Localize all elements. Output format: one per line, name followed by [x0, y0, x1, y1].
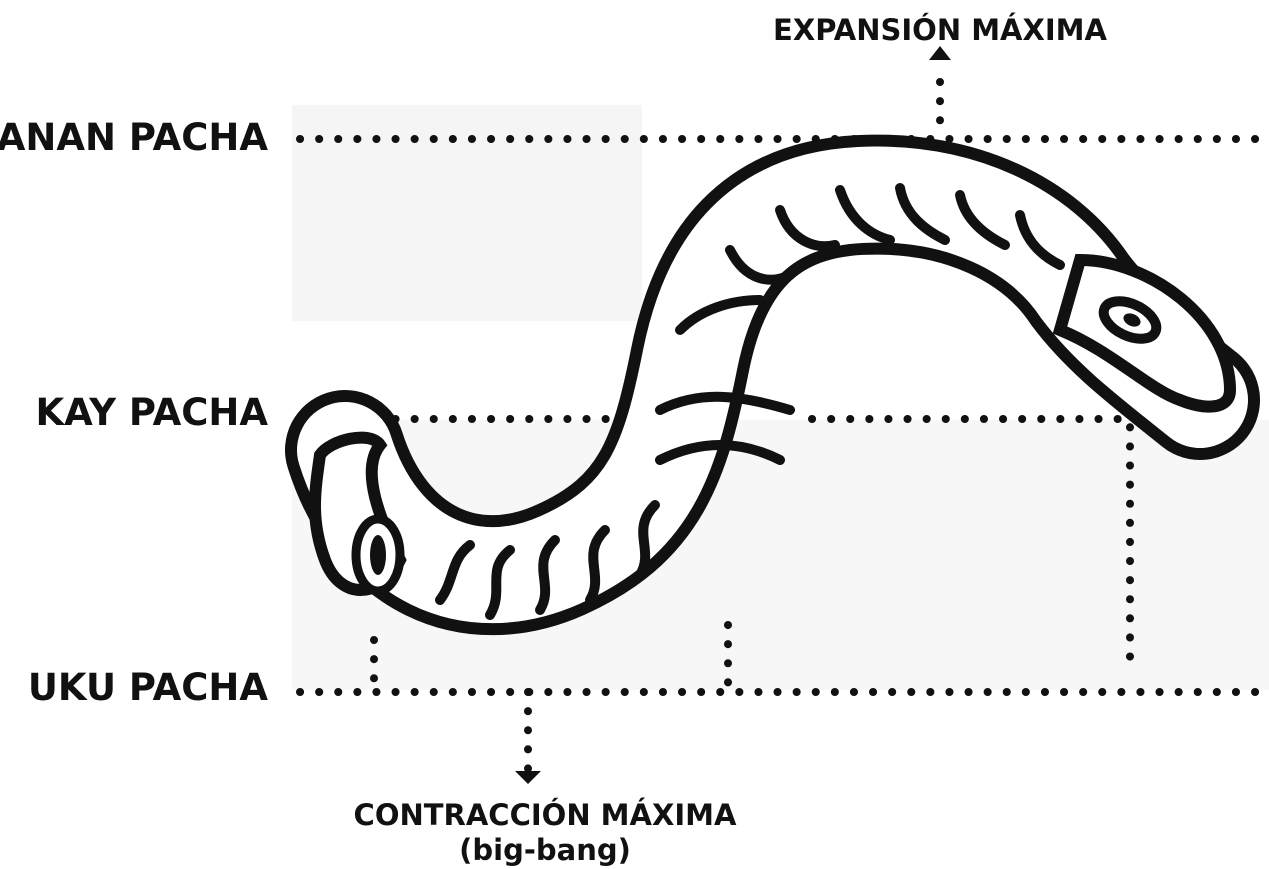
- arrow-up-icon: [929, 46, 951, 60]
- expansion-label: EXPANSIÓN MÁXIMA: [773, 13, 1107, 47]
- level-label-uku-pacha: UKU PACHA: [28, 666, 268, 709]
- big-bang-label: (big-bang): [459, 833, 631, 867]
- level-label-hanan-pacha: HANAN PACHA: [0, 116, 268, 159]
- tail-pupil: [370, 535, 386, 575]
- arrow-down-icon: [515, 771, 541, 784]
- contraction-label: CONTRACCIÓN MÁXIMA: [354, 798, 737, 832]
- level-label-kay-pacha: KAY PACHA: [35, 391, 268, 434]
